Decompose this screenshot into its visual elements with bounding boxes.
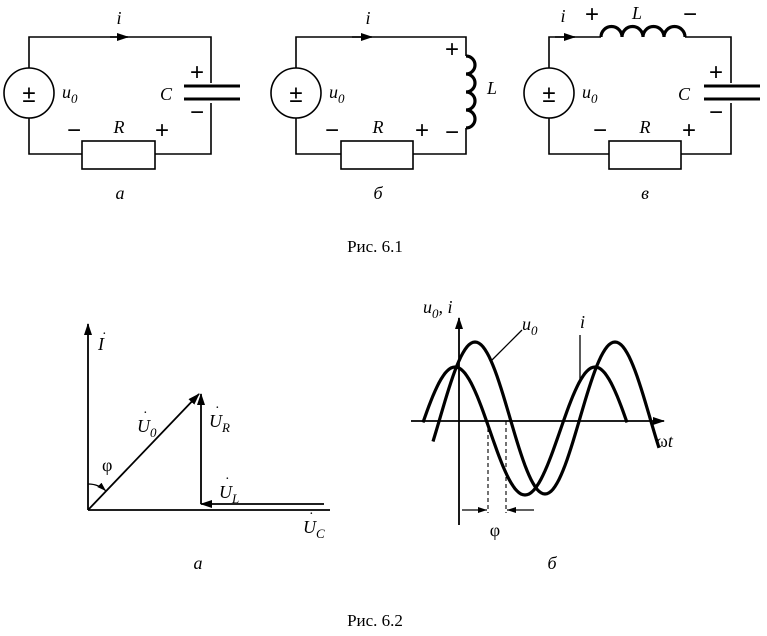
phasor-angle-arc: [87, 482, 107, 492]
circuit-a-source-sign: ±: [22, 81, 35, 108]
circuit-c-capacitor-label: C: [678, 84, 691, 104]
circuit-b-source: [270, 67, 322, 119]
fig2-caption: Рис. 6.2: [347, 611, 403, 630]
circuit-a: ± i u0 C R + − − + а: [3, 8, 240, 203]
circuit-a-current-label: i: [116, 8, 121, 28]
u0-leader-line: [491, 329, 523, 361]
circuit-c-resistor-plus: +: [682, 117, 696, 144]
current-waveform: [431, 340, 661, 496]
u0-phasor-dot: ·: [143, 406, 148, 421]
circuit-b-resistor-plus: +: [415, 117, 429, 144]
circuit-c-source-sign: ±: [542, 81, 555, 108]
circuit-b-inductor-plus: +: [445, 36, 459, 63]
circuit-c-right-top-wire: [685, 36, 732, 83]
circuit-c-source-label: u0: [582, 82, 598, 106]
circuit-c-resistor: [608, 140, 682, 170]
circuit-a-right-bottom-wire: [155, 103, 212, 155]
circuit-a-source: [3, 67, 55, 119]
uc-phasor-dot: ·: [309, 507, 314, 522]
circuit-b-top-wire: [295, 36, 467, 68]
ul-phasor-dot: ·: [225, 472, 230, 487]
u0-wave-label: u0: [522, 314, 538, 338]
circuit-a-source-label: u0: [62, 82, 78, 106]
circuit-c-inductor-minus: −: [683, 1, 697, 28]
circuit-a-capacitor-label: C: [160, 84, 173, 104]
waveform-diagram: u0, i u0 i ωt φ б: [411, 297, 674, 573]
circuit-c-left-bottom-wire: [548, 118, 609, 155]
phasor-diagram: I · U0 · UR · UL · UC · φ а: [84, 323, 330, 573]
circuit-b-resistor-label: R: [372, 117, 384, 137]
current-phasor-label: I: [97, 334, 105, 354]
circuit-c-right-bottom-wire: [681, 103, 732, 155]
circuit-c-resistor-label: R: [639, 117, 651, 137]
phasor-angle-label: φ: [102, 455, 112, 475]
circuit-b-source-label: u0: [329, 82, 345, 106]
circuit-c-left-top-wire: [548, 36, 601, 68]
circuit-c: ± i + L − u0 C + − R − + в: [523, 1, 760, 203]
circuit-b-left-bottom-wire: [295, 118, 341, 155]
ur-phasor-label: UR: [209, 411, 230, 435]
u0-phasor: [87, 393, 200, 511]
circuit-a-resistor-minus: −: [67, 117, 81, 144]
waveform-sublabel: б: [547, 553, 557, 573]
circuit-a-top-wire: [28, 36, 212, 83]
circuit-b-source-sign: ±: [289, 81, 302, 108]
circuit-a-capacitor-plus: +: [190, 59, 204, 86]
circuit-a-resistor: [81, 140, 156, 170]
circuit-b-inductor-label: L: [486, 78, 497, 98]
uc-phasor-label: UC: [303, 517, 325, 541]
circuit-c-inductor: [599, 24, 687, 38]
circuit-c-capacitor-plus: +: [709, 59, 723, 86]
circuit-c-source: [523, 67, 575, 119]
circuit-b-resistor-minus: −: [325, 117, 339, 144]
circuit-a-left-bottom-wire: [28, 118, 82, 155]
waveform-phase-label: φ: [490, 520, 500, 540]
circuit-a-sublabel: а: [116, 183, 125, 203]
circuit-a-resistor-label: R: [113, 117, 125, 137]
u0-phasor-label: U0: [137, 416, 157, 440]
circuit-c-capacitor-minus: −: [709, 99, 723, 126]
current-phasor-dot: ·: [102, 327, 107, 342]
phasor-sublabel: а: [194, 553, 203, 573]
circuit-c-resistor-minus: −: [593, 117, 607, 144]
fig1-caption: Рис. 6.1: [347, 237, 403, 256]
circuit-b: ± i u0 L R + − − + б: [270, 8, 497, 203]
current-wave-label: i: [580, 312, 585, 332]
circuit-a-resistor-plus: +: [155, 117, 169, 144]
circuit-a-capacitor-minus: −: [190, 99, 204, 126]
circuit-b-inductor-minus: −: [445, 119, 459, 146]
circuit-b-resistor: [340, 140, 414, 170]
waveform-y-axis-label: u0, i: [423, 297, 453, 321]
circuit-b-current-label: i: [365, 8, 370, 28]
circuit-b-inductor: [465, 54, 477, 130]
ur-phasor-dot: ·: [215, 401, 220, 416]
circuit-c-current-label: i: [560, 6, 565, 26]
u0-waveform: [421, 365, 629, 497]
circuit-c-inductor-plus: +: [585, 1, 599, 28]
circuit-b-sublabel: б: [373, 183, 383, 203]
circuit-c-sublabel: в: [641, 183, 649, 203]
circuit-c-inductor-label: L: [631, 3, 642, 23]
ul-phasor-label: UL: [219, 482, 239, 506]
waveform-x-axis-label: ωt: [656, 431, 674, 451]
circuit-b-right-bottom-wire: [413, 128, 467, 155]
